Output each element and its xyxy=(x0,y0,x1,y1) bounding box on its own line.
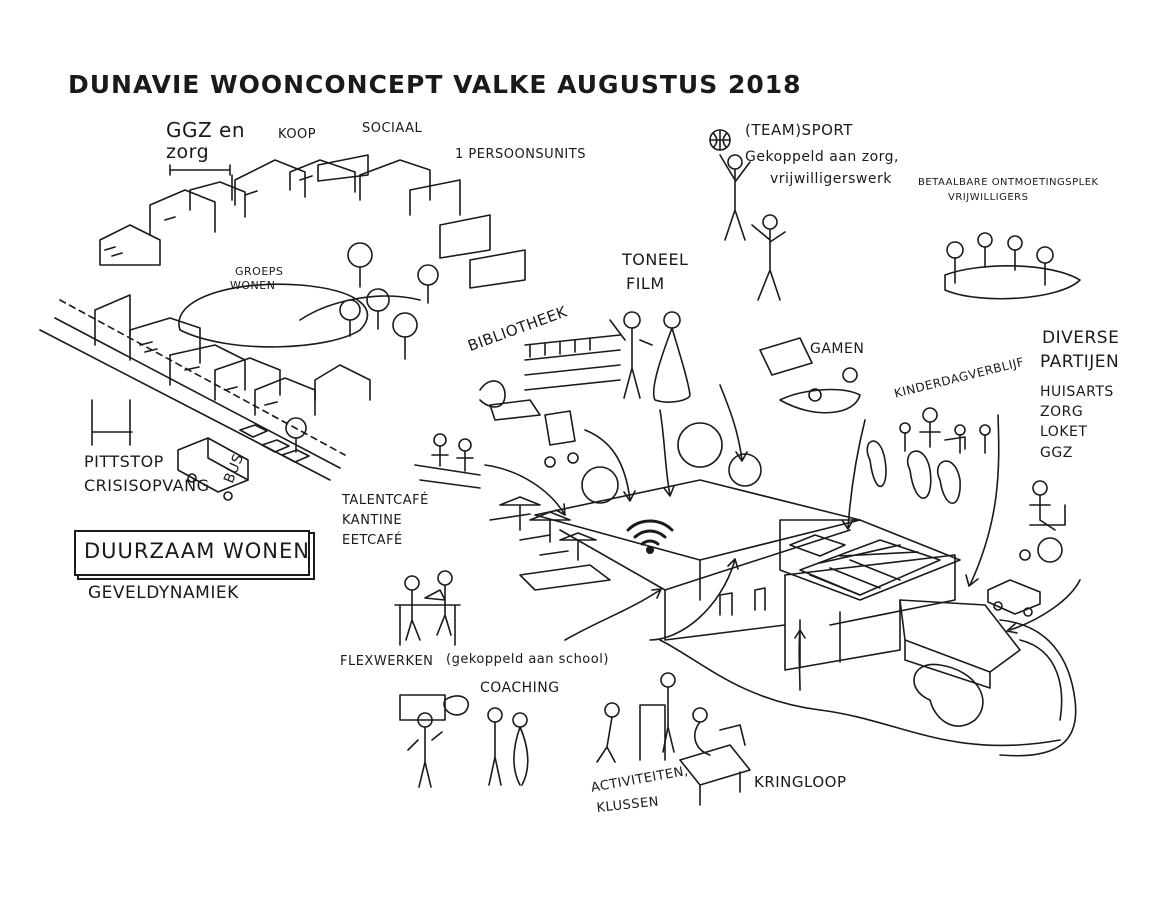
label-talentcafe: TALENTCAFÉ xyxy=(342,493,429,508)
label-duurzaam-wonen: DUURZAAM WONEN xyxy=(84,539,310,563)
label-teamsport: (TEAM)SPORT xyxy=(745,121,853,139)
label-kringloop: KRINGLOOP xyxy=(754,773,847,791)
label-film: FILM xyxy=(626,274,665,293)
label-partijen: PARTIJEN xyxy=(1040,352,1120,372)
label-loket: LOKET xyxy=(1040,424,1088,440)
label-gamen: GAMEN xyxy=(810,341,865,357)
label-eetcafe: EETCAFÉ xyxy=(342,533,403,548)
label-ggz-en: GGZ en xyxy=(166,118,246,142)
label-diverse: DIVERSE xyxy=(1042,328,1120,348)
label-sociaal: SOCIAAL xyxy=(362,121,423,136)
label-flexwerken: FLEXWERKEN xyxy=(340,654,434,669)
label-gekoppeld-school: (gekoppeld aan school) xyxy=(446,652,609,667)
duurzaam-wonen-box: DUURZAAM WONEN xyxy=(74,530,310,576)
label-persoonsunits: 1 PERSOONSUNITS xyxy=(455,147,586,162)
wifi-icon xyxy=(626,519,674,554)
label-betaalbare: BETAALBARE ONTMOETINGSPLEK xyxy=(918,177,1099,188)
label-gekoppeld-zorg: Gekoppeld aan zorg, xyxy=(745,149,899,165)
label-toneel: TONEEL xyxy=(622,250,689,269)
label-coaching: COACHING xyxy=(480,680,560,696)
label-geveldynamiek: GEVELDYNAMIEK xyxy=(88,583,239,603)
label-vrijwilligerswerk: vrijwilligerswerk xyxy=(770,171,892,187)
page-title: DUNAVIE WOONCONCEPT VALKE AUGUSTUS 2018 xyxy=(68,70,802,99)
label-koop: KOOP xyxy=(278,127,317,142)
label-crisisopvang: CRISISOPVANG xyxy=(84,476,210,495)
label-pittstop: PITTSTOP xyxy=(84,452,164,471)
label-vrijwilligers: VRIJWILLIGERS xyxy=(948,192,1029,203)
label-zorg: zorg xyxy=(166,141,210,163)
basketball-icon xyxy=(709,129,731,151)
label-wonen: WONEN xyxy=(230,279,276,292)
central-building xyxy=(489,422,1077,757)
label-groeps: GROEPS xyxy=(235,265,284,278)
label-ggz: GGZ xyxy=(1040,445,1073,461)
housing-cluster xyxy=(39,154,526,501)
label-zorg2: ZORG xyxy=(1040,404,1084,420)
arrows xyxy=(484,384,1081,691)
label-huisarts: HUISARTS xyxy=(1040,384,1114,400)
label-kantine: KANTINE xyxy=(342,513,403,528)
vignettes xyxy=(394,154,1081,806)
